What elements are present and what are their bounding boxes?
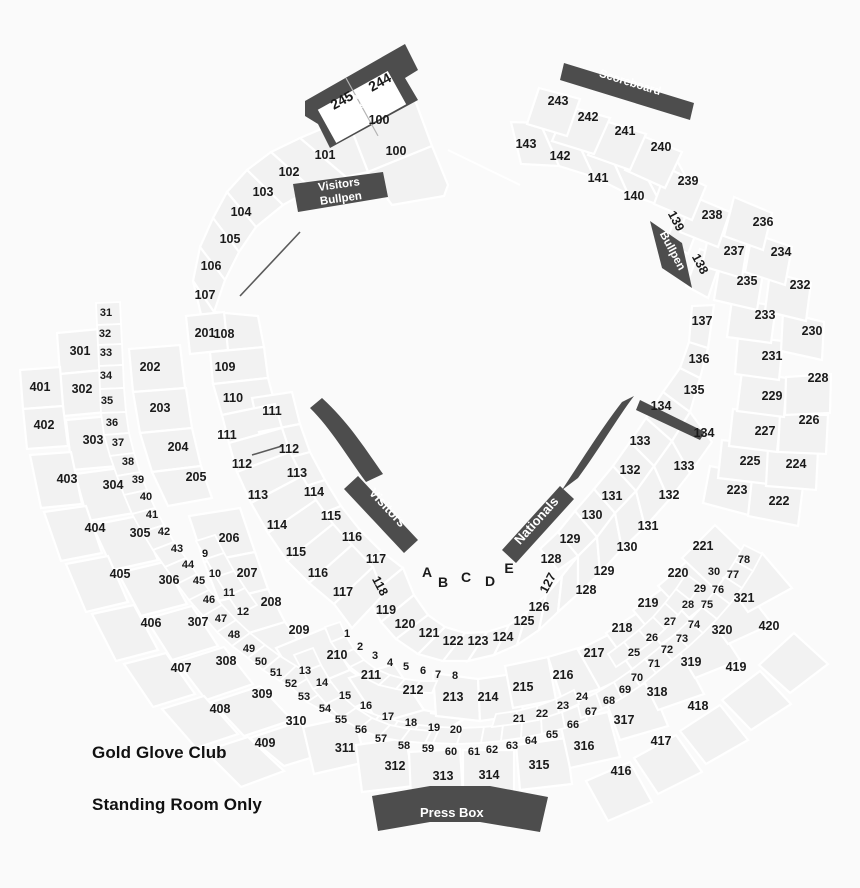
structures-group [293,44,694,832]
legend-gold-glove-club: Gold Glove Club [92,743,227,762]
legend-standing-room-only: Standing Room Only [92,795,262,814]
field-outline-group [239,149,705,490]
club-seat-row-group [95,301,764,745]
level-400-group [18,365,830,823]
